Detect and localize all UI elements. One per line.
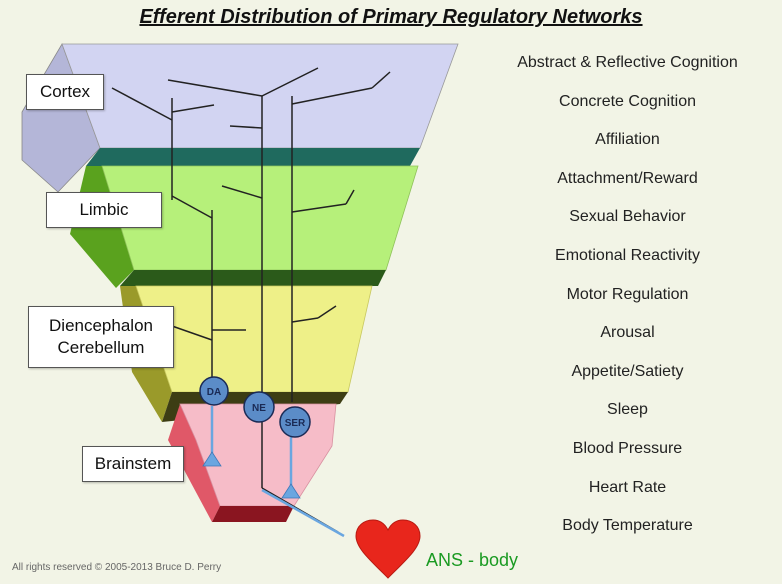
brainstem-bottom bbox=[212, 506, 294, 522]
cerebellum-label: Cerebellum bbox=[57, 338, 145, 357]
function-item: Body Temperature bbox=[562, 517, 693, 535]
brainstem-label: Brainstem bbox=[82, 446, 184, 482]
da-terminal-icon bbox=[202, 451, 222, 467]
function-item: Concrete Cognition bbox=[559, 92, 696, 110]
diencephalon-label: Diencephalon bbox=[49, 315, 153, 335]
function-item: Motor Regulation bbox=[566, 285, 689, 303]
limbic-label: Limbic bbox=[46, 192, 162, 228]
diencephalon-cerebellum-label: Diencephalon Cerebellum bbox=[28, 306, 174, 368]
node-da: DA bbox=[199, 376, 229, 406]
cortex-label: Cortex bbox=[26, 74, 104, 110]
function-item: Sexual Behavior bbox=[569, 208, 686, 226]
function-item: Attachment/Reward bbox=[557, 169, 698, 187]
node-da-label: DA bbox=[207, 387, 221, 398]
cortex-floor bbox=[86, 148, 420, 166]
function-item: Affiliation bbox=[595, 131, 660, 149]
function-item: Emotional Reactivity bbox=[555, 246, 700, 264]
node-ser-label: SER bbox=[285, 418, 306, 429]
pathway-lines bbox=[111, 67, 391, 533]
ser-terminal-icon bbox=[281, 483, 301, 499]
node-ser: SER bbox=[279, 406, 311, 438]
ans-body-label: ANS - body bbox=[426, 550, 519, 570]
function-item: Appetite/Satiety bbox=[571, 362, 684, 380]
function-item: Abstract & Reflective Cognition bbox=[517, 54, 738, 71]
brainstem-side bbox=[168, 404, 220, 522]
diagram-title: Efferent Distribution of Primary Regulat… bbox=[139, 6, 643, 28]
node-ne-label: NE bbox=[252, 403, 266, 414]
function-item: Heart Rate bbox=[588, 478, 667, 496]
function-item: Arousal bbox=[600, 324, 655, 342]
function-item: Blood Pressure bbox=[572, 439, 683, 457]
copyright-text: All rights reserved © 2005-2013 Bruce D.… bbox=[12, 562, 222, 573]
heart-icon bbox=[355, 519, 421, 579]
function-item: Sleep bbox=[607, 401, 648, 419]
limbic-floor bbox=[120, 270, 386, 286]
function-list: Abstract & Reflective Cognition Concrete… bbox=[480, 44, 775, 546]
nt-pathways bbox=[210, 406, 345, 538]
node-ne: NE bbox=[243, 391, 275, 423]
